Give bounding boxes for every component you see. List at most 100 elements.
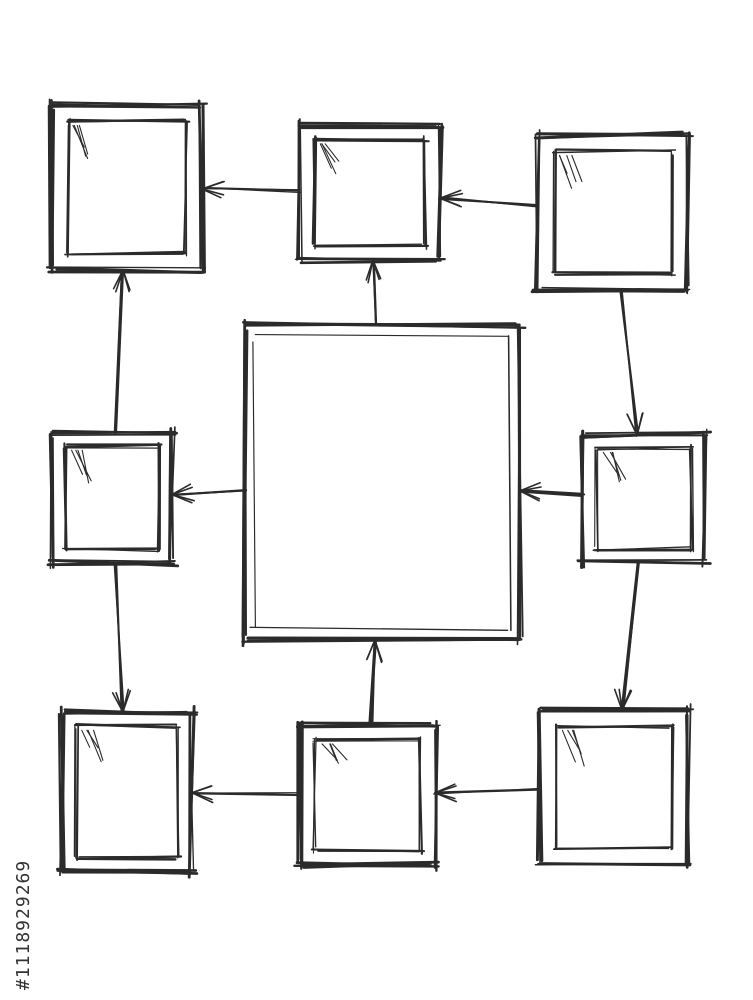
arrow-shaft: [201, 186, 302, 194]
node-top-right: [530, 129, 694, 295]
sketch-stroke: [582, 559, 706, 564]
sketch-stroke: [63, 708, 194, 716]
arrow-shaft: [520, 490, 583, 497]
hatch-stroke: [611, 451, 622, 481]
arrow-shaft: [114, 562, 124, 714]
hatch-stroke: [71, 449, 84, 475]
hatch-stroke: [319, 143, 332, 169]
arrow-shaft: [372, 258, 378, 326]
sketch-stroke: [242, 329, 249, 645]
arrow-head: [519, 486, 542, 492]
hatch-stroke: [324, 143, 340, 162]
sketch-stroke: [201, 103, 206, 274]
arrow-middle-left-to-top-left: [112, 269, 131, 436]
arrow-head: [365, 639, 376, 661]
node-top-left: [45, 98, 208, 275]
hatch-stroke: [86, 729, 99, 749]
arrow-center-to-middle-left: [169, 483, 248, 504]
arrow-head: [171, 486, 193, 496]
arrow-head: [434, 792, 456, 800]
sketch-stroke: [246, 638, 523, 643]
arrow-head: [201, 180, 225, 190]
arrow-head: [618, 688, 623, 711]
arrow-shaft: [190, 792, 301, 796]
sketch-stroke: [249, 626, 509, 631]
sketch-stroke: [299, 124, 303, 264]
sketch-stroke: [64, 250, 185, 256]
sketch-stroke: [314, 243, 423, 246]
sketch-stroke: [670, 723, 674, 850]
sketch-stroke: [295, 861, 433, 868]
hatch-stroke: [321, 743, 338, 761]
sketch-stroke: [691, 447, 695, 553]
hatch-stroke: [321, 143, 336, 163]
arrow-shaft: [620, 562, 639, 711]
sketch-stroke: [246, 636, 519, 640]
sketch-stroke: [50, 108, 56, 274]
arrow-head: [171, 493, 195, 502]
arrow-head: [191, 791, 213, 801]
node-middle-right: [576, 428, 712, 570]
arrow-head: [367, 259, 374, 284]
sketch-stroke: [156, 448, 161, 553]
sketch-stroke: [298, 121, 442, 126]
sketch-stroke: [52, 559, 172, 563]
arrow-head: [374, 639, 383, 664]
sketch-stroke: [551, 149, 677, 154]
sketch-stroke: [299, 259, 437, 265]
sketch-stroke: [170, 432, 175, 560]
hatch-stroke: [602, 451, 620, 477]
arrow-shaft: [369, 640, 377, 727]
sketch-stroke: [49, 431, 52, 570]
hatch-stroke: [571, 154, 583, 183]
sketch-stroke: [296, 118, 301, 261]
sketch-stroke: [688, 448, 694, 551]
arrow-head: [621, 689, 632, 711]
sketch-stroke: [434, 729, 438, 872]
sketch-stroke: [313, 139, 430, 143]
arrow-shaft: [172, 489, 247, 496]
node-bottom-middle: [293, 719, 441, 872]
arrow-head: [122, 688, 130, 713]
sketch-stroke: [246, 322, 521, 327]
node-bottom-right: [534, 703, 695, 869]
sketch-stroke: [313, 136, 318, 245]
arrow-head: [201, 188, 225, 196]
sketch-stroke: [417, 737, 423, 855]
arrow-middle-right-to-bottom-right: [613, 559, 640, 712]
arrow-head: [122, 269, 130, 293]
arrow-shaft: [619, 288, 640, 436]
sketch-stroke: [557, 725, 673, 729]
hatch-stroke: [567, 729, 581, 751]
arrow-head: [115, 269, 124, 293]
arrow-head: [434, 785, 457, 794]
sketch-stroke: [69, 119, 184, 123]
sketch-stroke: [56, 869, 199, 875]
arrow-bottom-middle-to-bottom-left: [190, 785, 302, 804]
node-top-middle: [294, 118, 446, 265]
sketch-stroke: [579, 435, 586, 569]
arrow-shaft: [114, 270, 124, 436]
node-layer: [45, 98, 712, 879]
sketch-stroke: [188, 710, 196, 878]
arrow-head: [519, 490, 541, 500]
arrow-head: [115, 691, 124, 713]
sketch-stroke: [65, 443, 162, 449]
sketch-stroke: [252, 341, 256, 628]
arrow-shaft: [190, 793, 302, 797]
arrow-middle-right-to-center: [518, 481, 586, 502]
connector-layer: [111, 180, 644, 804]
sketch-stroke: [312, 736, 317, 851]
sketch-stroke: [75, 857, 177, 861]
sketch-stroke: [553, 273, 672, 276]
node-bottom-left: [55, 704, 199, 879]
hatch-stroke: [331, 743, 348, 761]
sketch-stroke: [51, 430, 177, 435]
sketch-stroke: [57, 712, 62, 870]
sketch-stroke: [60, 713, 66, 871]
arrow-head: [636, 412, 644, 436]
arrow-middle-left-to-bottom-left: [111, 561, 131, 714]
sketch-stroke: [175, 728, 179, 859]
arrow-top-middle-to-top-left: [200, 180, 302, 199]
